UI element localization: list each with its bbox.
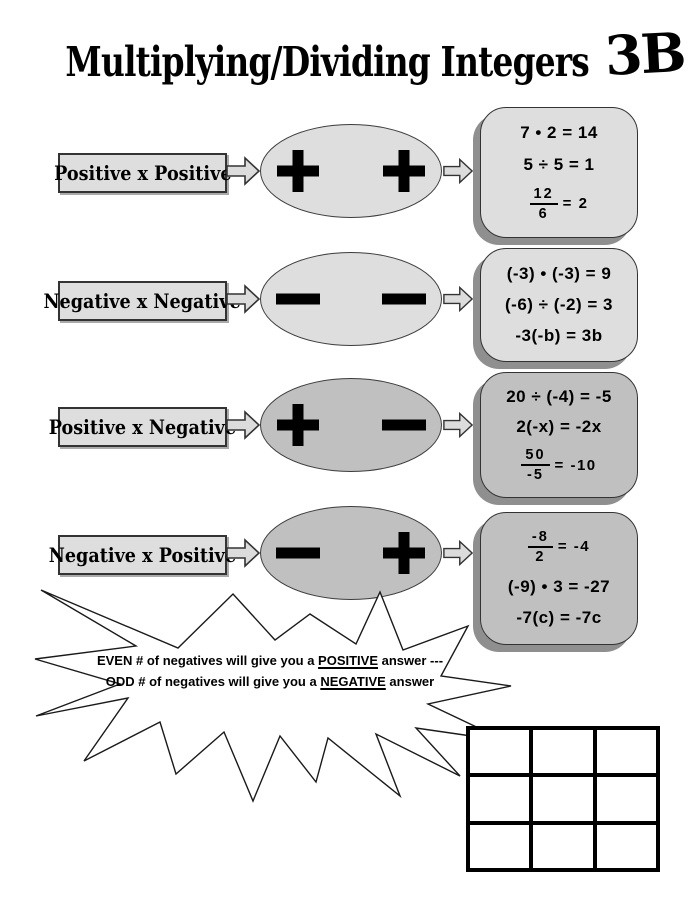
minus-icon [276, 277, 320, 321]
right-arrow-icon [226, 284, 260, 314]
plus-icon [276, 403, 320, 447]
brand-3b-logo: 3B [603, 19, 686, 89]
starburst-shape [34, 589, 512, 803]
burst-note-line1: EVEN # of negatives will give you a POSI… [96, 653, 444, 668]
burst-note-line2: ODD # of negatives will give you a NEGAT… [105, 674, 435, 689]
fraction-numerator: 50 [521, 447, 550, 466]
sign-ellipse [260, 124, 442, 218]
minus-icon [382, 277, 426, 321]
right-arrow-icon [443, 539, 473, 567]
equation: (-3) • (-3) = 9 [506, 264, 612, 283]
underlined-word: NEGATIVE [320, 674, 386, 689]
answer-grid [466, 726, 660, 872]
fraction-denominator: 6 [538, 205, 549, 222]
grid-cell [533, 824, 593, 868]
equation-fraction: -8 2 = -4 [527, 529, 591, 565]
examples-box: 20 ÷ (-4) = -5 2(-x) = -2x 50 -5 = -10 [480, 372, 638, 498]
equation-fraction: 12 6 = 2 [529, 186, 589, 222]
rule-label-text: Negative x Positive [48, 543, 237, 567]
rule-label-text: Positive x Negative [48, 415, 237, 439]
grid-cell [533, 777, 593, 821]
grid-cell [533, 730, 593, 774]
equation: (-6) ÷ (-2) = 3 [505, 295, 613, 314]
examples-box: -8 2 = -4 (-9) • 3 = -27 -7(c) = -7c [480, 512, 638, 645]
plus-icon [382, 149, 426, 193]
equation: 2(-x) = -2x [516, 417, 602, 436]
grid-cell [596, 777, 656, 821]
equation: (-9) • 3 = -27 [507, 576, 611, 596]
right-arrow-icon [443, 285, 473, 313]
page-title-wrap: Multiplying/Dividing Integers [0, 38, 640, 86]
grid-cell [470, 730, 530, 774]
right-arrow-icon [226, 156, 260, 186]
equation-fraction: 50 -5 = -10 [521, 447, 596, 483]
equation: 5 ÷ 5 = 1 [523, 154, 595, 174]
rule-label-text: Positive x Positive [53, 161, 232, 185]
rule-label: Positive x Negative [49, 407, 236, 447]
plus-icon [276, 149, 320, 193]
fraction-numerator: 12 [529, 186, 558, 205]
plus-icon [382, 531, 426, 575]
equation: -7(c) = -7c [516, 608, 602, 628]
sign-ellipse [260, 506, 442, 600]
examples-box: (-3) • (-3) = 9 (-6) ÷ (-2) = 3 -3(-b) =… [480, 248, 638, 362]
grid-cell [470, 777, 530, 821]
equation: 20 ÷ (-4) = -5 [506, 387, 612, 406]
grid-cell [470, 824, 530, 868]
examples-box: 7 • 2 = 14 5 ÷ 5 = 1 12 6 = 2 [480, 107, 638, 238]
fraction: 12 6 [529, 186, 558, 222]
fraction-denominator: 2 [535, 548, 546, 565]
right-arrow-icon [226, 410, 260, 440]
underlined-word: POSITIVE [318, 653, 379, 668]
equation: 7 • 2 = 14 [520, 123, 598, 143]
rule-label: Negative x Negative [44, 281, 241, 321]
page-title: Multiplying/Dividing Integers [65, 38, 589, 86]
fraction: 50 -5 [521, 447, 550, 483]
grid-cell [596, 824, 656, 868]
rule-label: Positive x Positive [54, 153, 231, 193]
equation: -3(-b) = 3b [515, 326, 603, 345]
right-arrow-icon [226, 538, 260, 568]
grid-cell [596, 730, 656, 774]
right-arrow-icon [443, 157, 473, 185]
fraction: -8 2 [527, 529, 553, 565]
burst-note: EVEN # of negatives will give you a POSI… [60, 650, 480, 692]
fraction-denominator: -5 [526, 467, 544, 483]
right-arrow-icon [443, 411, 473, 439]
fraction-result: = -10 [554, 456, 597, 474]
fraction-numerator: -8 [527, 529, 553, 548]
minus-icon [276, 531, 320, 575]
fraction-result: = 2 [562, 195, 589, 213]
fraction-result: = -4 [557, 538, 591, 556]
sign-ellipse [260, 252, 442, 346]
rule-label: Negative x Positive [49, 535, 236, 575]
rule-label-text: Negative x Negative [43, 289, 242, 313]
sign-ellipse [260, 378, 442, 472]
minus-icon [382, 403, 426, 447]
